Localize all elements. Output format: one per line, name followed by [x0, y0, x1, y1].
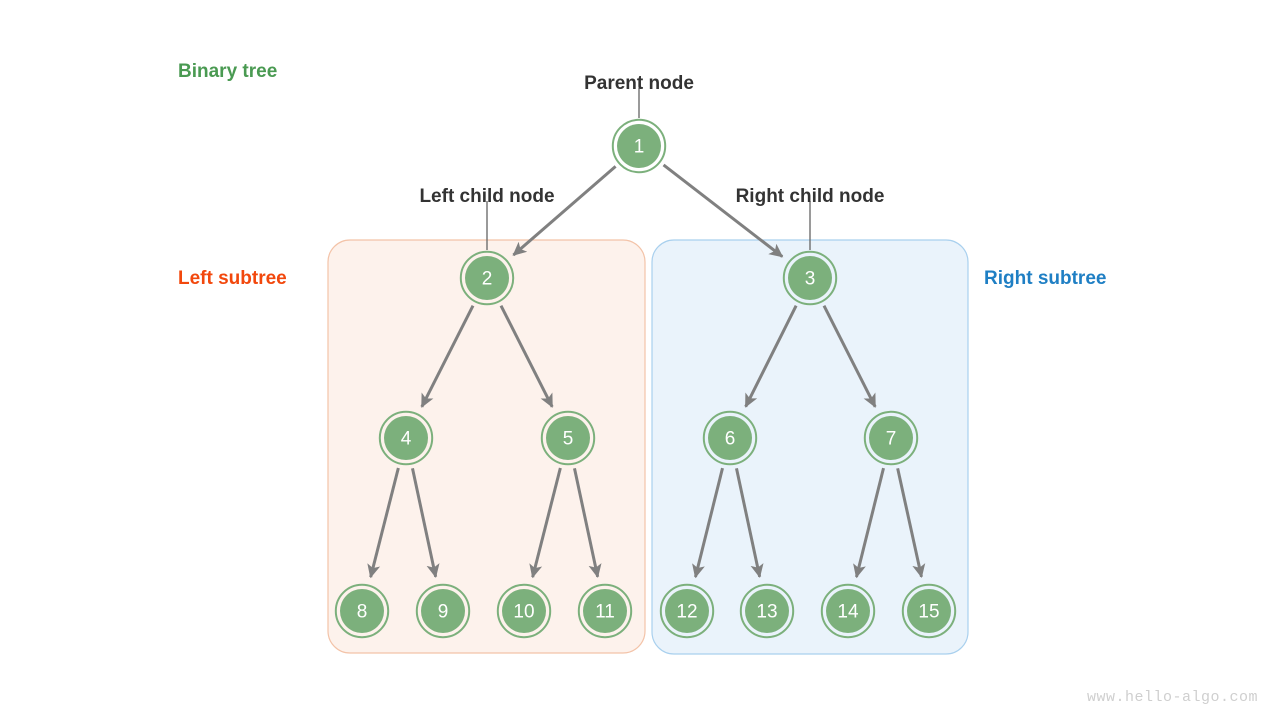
tree-node-7[interactable]: 7	[863, 410, 919, 466]
panel-label-left-subtree: Left subtree	[178, 268, 287, 289]
node-ring	[496, 583, 552, 639]
node-fill	[546, 416, 590, 460]
node-fill	[788, 256, 832, 300]
tree-node-15[interactable]: 15	[901, 583, 957, 639]
node-fill	[665, 589, 709, 633]
edge-n4-n8	[367, 467, 400, 579]
node-ring	[863, 410, 919, 466]
tree-node-10[interactable]: 10	[496, 583, 552, 639]
edge-n6-n12	[692, 467, 724, 579]
node-ring	[782, 250, 838, 306]
node-fill	[826, 589, 870, 633]
tree-node-3[interactable]: 3	[782, 250, 838, 306]
node-value: 4	[401, 429, 412, 450]
node-ring	[820, 583, 876, 639]
node-fill	[708, 416, 752, 460]
edge-n2-n4	[420, 304, 475, 408]
node-value: 2	[482, 269, 493, 290]
panel-label-right-subtree: Right subtree	[984, 268, 1107, 289]
edge-n2-n5	[499, 304, 554, 408]
node-ring	[611, 118, 667, 174]
page-title: Binary tree	[178, 61, 278, 82]
edge-n5-n10	[529, 467, 562, 579]
node-ring	[702, 410, 758, 466]
node-fill	[869, 416, 913, 460]
tree-node-2[interactable]: 2	[459, 250, 515, 306]
watermark: www.hello-algo.com	[1086, 689, 1258, 706]
node-value: 3	[805, 269, 816, 290]
node-value: 13	[756, 602, 777, 623]
node-ring	[378, 410, 434, 466]
node-value: 1	[634, 137, 645, 158]
edge-n4-n9	[411, 468, 440, 578]
node-ring	[540, 410, 596, 466]
edge-n3-n6	[744, 305, 798, 408]
node-value: 10	[513, 602, 534, 623]
annotation-left-child-node: Left child node	[419, 186, 555, 207]
edge-n1-n2	[512, 165, 617, 257]
node-value: 11	[595, 602, 615, 623]
tree-edges	[367, 163, 926, 579]
node-ring	[659, 583, 715, 639]
node-ring	[739, 583, 795, 639]
node-value: 14	[837, 602, 859, 623]
tree-node-13[interactable]: 13	[739, 583, 795, 639]
annotation-parent-node: Parent node	[584, 73, 694, 94]
node-fill	[421, 589, 465, 633]
annotation-pointers	[486, 88, 811, 250]
node-ring	[901, 583, 957, 639]
node-fill	[384, 416, 428, 460]
edge-n5-n11	[573, 468, 602, 578]
edge-n7-n14	[853, 467, 885, 579]
node-ring	[577, 583, 633, 639]
tree-node-9[interactable]: 9	[415, 583, 471, 639]
edge-n3-n7	[822, 304, 877, 408]
node-fill	[583, 589, 627, 633]
node-value: 9	[438, 602, 449, 623]
edge-n1-n3	[662, 163, 784, 258]
tree-node-11[interactable]: 11	[577, 583, 633, 639]
tree-node-4[interactable]: 4	[378, 410, 434, 466]
edge-n7-n15	[896, 467, 926, 578]
node-fill	[340, 589, 384, 633]
edge-n6-n13	[735, 468, 764, 578]
node-fill	[502, 589, 546, 633]
tree-node-12[interactable]: 12	[659, 583, 715, 639]
subtree-panels	[327, 239, 969, 655]
node-value: 6	[725, 429, 736, 450]
tree-node-6[interactable]: 6	[702, 410, 758, 466]
tree-node-14[interactable]: 14	[820, 583, 876, 639]
tree-node-1[interactable]: 1	[611, 118, 667, 174]
node-value: 7	[886, 429, 897, 450]
tree-node-5[interactable]: 5	[540, 410, 596, 466]
node-value: 12	[676, 602, 697, 623]
annotation-right-child-node: Right child node	[735, 186, 885, 207]
node-fill	[465, 256, 509, 300]
node-fill	[617, 124, 661, 168]
node-value: 8	[357, 602, 368, 623]
node-fill	[745, 589, 789, 633]
node-value: 15	[918, 602, 939, 623]
node-ring	[459, 250, 515, 306]
node-value: 5	[563, 429, 574, 450]
node-fill	[907, 589, 951, 633]
node-ring	[415, 583, 471, 639]
node-ring	[334, 583, 390, 639]
tree-node-8[interactable]: 8	[334, 583, 390, 639]
